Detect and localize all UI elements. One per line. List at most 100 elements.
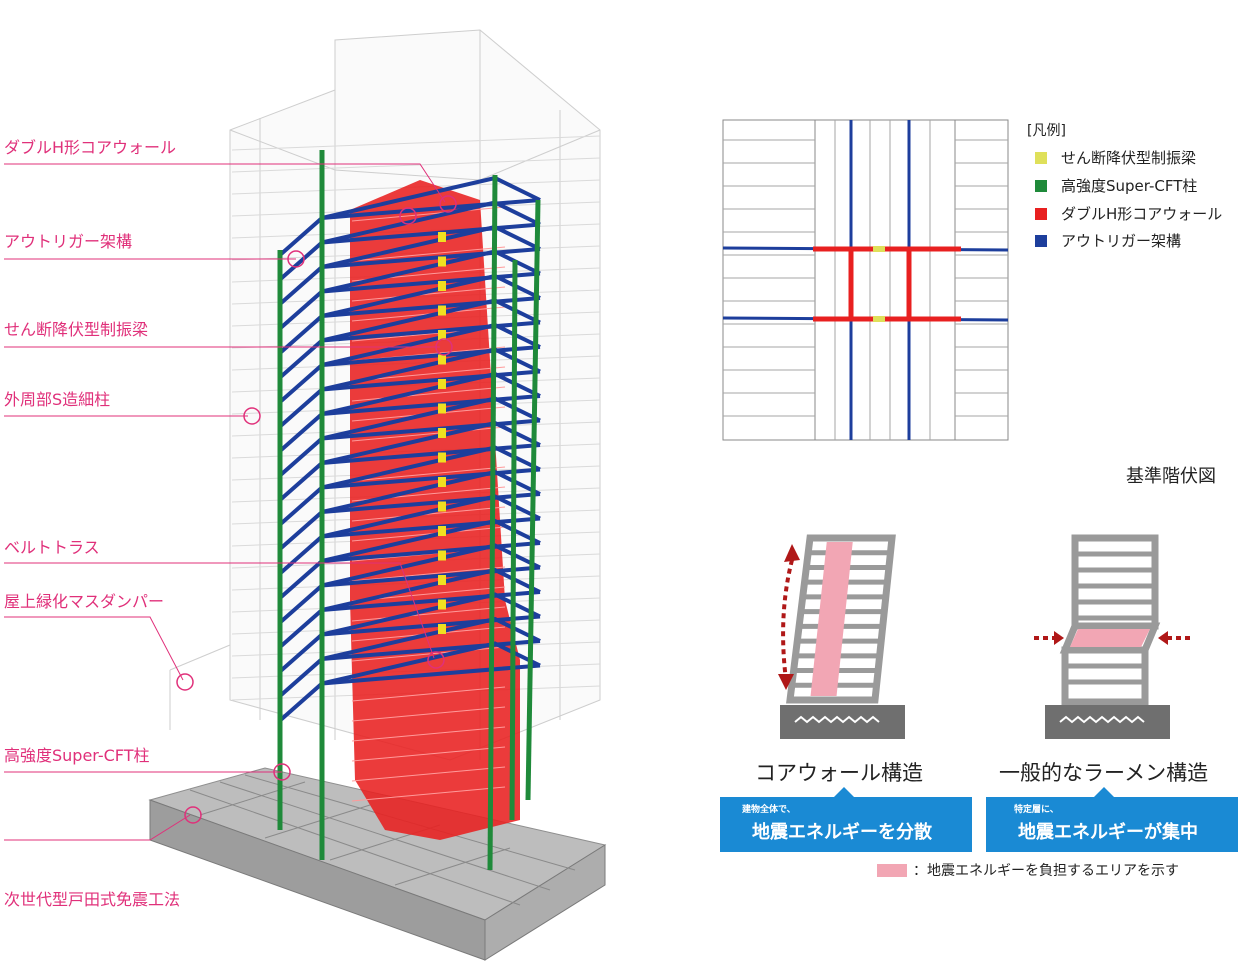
callout-roof-damper: 屋上緑化マスダンパー [4,592,165,611]
legend-item-damper-beam: せん断降伏型制振梁 [1035,147,1196,168]
sway-arrow-head-bottom [778,674,794,690]
box-pointers [832,787,1116,799]
outrigger-floor [321,543,541,588]
glass-floor-line [231,135,601,151]
energy-area-swatch [877,864,907,877]
glass-floor-line [231,157,601,173]
legend-swatch [1035,235,1047,247]
rigid-frame-title: 一般的なラーメン構造 [999,761,1209,785]
energy-area-note: ：地震エネルギーを負担するエリアを示す [877,860,1179,880]
callout-core-wall: ダブルH形コアウォール [4,138,177,157]
damper-beam [438,599,446,610]
core-wall-title: コアウォール構造 [755,761,923,785]
damper-beam [438,526,446,536]
outrigger-floor [321,592,541,637]
damper-beam [438,330,446,340]
core-floor-line [351,766,506,782]
sway-arrow [781,559,794,681]
note-text: 地震エネルギーを負担するエリアを示す [927,863,1179,879]
callout-damper-beam: せん断降伏型制振梁 [4,320,149,339]
damper-beam [438,477,446,487]
core-floor-line [351,386,506,402]
rigid-frame-energy-box: 特定層に、 地震エネルギーが集中 [986,797,1238,852]
damper-beam [438,624,446,634]
box-main-text: 地震エネルギーが集中 [1018,822,1198,843]
isolation-base [148,767,607,961]
callout-perimeter-column: 外周部S造細柱 [4,390,111,409]
damper-beam [438,305,446,316]
callout-cft-column: 高強度Super-CFT柱 [4,746,150,765]
core-floor-line [351,646,506,662]
core-wall-diagram [778,534,905,739]
legend-swatch [1035,180,1047,192]
push-arrow-head-left [1054,631,1064,645]
damper-beam [438,403,446,414]
damper-beam [438,428,446,438]
callout-leaders [4,163,446,841]
core-floor-line [351,566,506,582]
rigid-energy-band [1070,629,1150,647]
core-floor-line [351,206,506,222]
damper-beam [438,232,446,242]
damper-beams [438,232,446,634]
plan-dampers [873,246,885,322]
box-small-text: 建物全体で、 [742,805,796,815]
plan-outrigger [722,120,1009,440]
note-marker: ： [913,863,927,879]
legend-swatch [1035,152,1047,164]
core-floor-line [351,686,506,702]
core-floor-line [351,526,506,542]
damper-beam [438,452,446,463]
legend-label: 高強度Super-CFT柱 [1061,177,1198,195]
legend-swatch [1035,208,1047,220]
outrigger-floor [321,567,541,612]
damper-beam [438,575,446,585]
core-floor-line [351,506,506,522]
floor-plan [722,119,1009,441]
core-floor-line [351,246,506,262]
damper-beam [438,501,446,512]
legend-label: せん断降伏型制振梁 [1061,149,1197,167]
sway-arrow-head-top [784,544,800,562]
legend-item-core-wall: ダブルH形コアウォール [1035,203,1222,224]
core-floor-line [351,286,506,302]
plan-core-wall [813,246,961,322]
core-floor-line [351,786,506,802]
building-3d-illustration [4,29,607,961]
core-wall-structure [786,534,896,704]
box-small-text: 特定層に、 [1014,805,1059,815]
rigid-frame-structure [1059,534,1161,706]
floor-plan-caption: 基準階伏図 [1126,466,1216,487]
core-floor-line [351,706,506,722]
callout-outrigger: アウトリガー架構 [4,232,133,251]
core-floor-line [351,746,506,762]
legend-item-outrigger: アウトリガー架構 [1035,230,1181,251]
core-wall-energy-box: 建物全体で、 地震エネルギーを分散 [720,797,972,852]
callout-belt-truss: ベルトトラス [4,538,100,557]
legend-item-cft-column: 高強度Super-CFT柱 [1035,175,1197,196]
isolation-wave [1059,715,1145,724]
damper-beam [438,354,446,365]
legend-label: ダブルH形コアウォール [1061,205,1223,223]
core-energy-band [810,542,853,696]
legend-label: アウトリガー架構 [1061,232,1182,250]
core-floor-line [351,606,506,622]
damper-beam [438,379,446,389]
outrigger-floor [321,641,541,686]
damper-beam [438,256,446,267]
core-floor-line [351,726,506,742]
rigid-frame-floors [1065,551,1155,685]
callout-isolation: 次世代型戸田式免震工法 [4,890,181,909]
legend-title: [凡例] [1027,123,1066,139]
outrigger-floor [321,616,541,661]
plan-rows [723,139,1008,417]
plan-cols [834,120,931,440]
rigid-frame-diagram [1034,534,1190,739]
plan-grid [722,119,1009,441]
core-floor-line [351,466,506,482]
core-floor-line [351,426,506,442]
damper-beam [438,281,446,291]
push-arrow-head-right [1158,631,1168,645]
callout-circles [176,195,457,824]
isolation-wave [794,715,880,724]
